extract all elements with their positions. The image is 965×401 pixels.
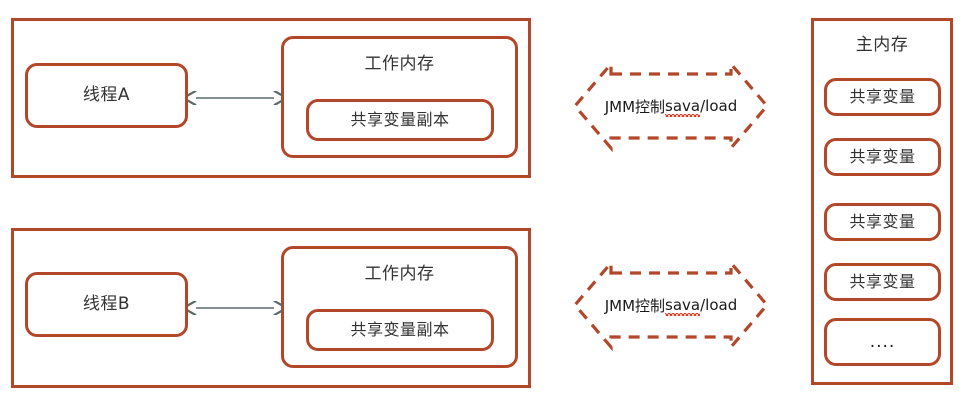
shared-variable-copy-b-box: 共享变量副本 bbox=[306, 309, 494, 351]
main-memory-item-3-label: 共享变量 bbox=[849, 212, 916, 231]
working-memory-a-box: 工作内存 共享变量副本 bbox=[281, 36, 518, 158]
working-memory-a-title: 工作内存 bbox=[364, 54, 435, 74]
main-memory-item-1-label: 共享变量 bbox=[849, 87, 916, 106]
thread-a-working-memory-connector bbox=[188, 88, 282, 108]
thread-a-label: 线程A bbox=[82, 85, 131, 105]
main-memory-item-5: .... bbox=[824, 318, 941, 366]
main-memory-title: 主内存 bbox=[855, 35, 909, 55]
shared-variable-copy-b-label: 共享变量副本 bbox=[350, 320, 450, 339]
thread-b-label: 线程B bbox=[82, 294, 131, 314]
working-memory-b-title: 工作内存 bbox=[364, 264, 435, 284]
thread-b-working-memory-connector bbox=[188, 298, 282, 318]
jmm-arrow-2-shape bbox=[572, 258, 770, 352]
main-memory-item-2: 共享变量 bbox=[824, 138, 941, 176]
thread-a-box: 线程A bbox=[25, 63, 188, 128]
main-memory-item-5-label: .... bbox=[869, 332, 896, 352]
main-memory-item-4: 共享变量 bbox=[824, 263, 941, 301]
main-memory-item-4-label: 共享变量 bbox=[849, 272, 916, 291]
main-memory-panel: 主内存 共享变量 共享变量 共享变量 共享变量 .... bbox=[811, 18, 953, 385]
shared-variable-copy-a-label: 共享变量副本 bbox=[350, 110, 450, 129]
main-memory-item-1: 共享变量 bbox=[824, 78, 941, 116]
jmm-arrow-1-shape bbox=[572, 59, 770, 153]
shared-variable-copy-a-box: 共享变量副本 bbox=[306, 99, 494, 141]
main-memory-item-3: 共享变量 bbox=[824, 203, 941, 241]
working-memory-b-box: 工作内存 共享变量副本 bbox=[281, 246, 518, 368]
thread-b-box: 线程B bbox=[25, 272, 188, 337]
main-memory-item-2-label: 共享变量 bbox=[849, 147, 916, 166]
